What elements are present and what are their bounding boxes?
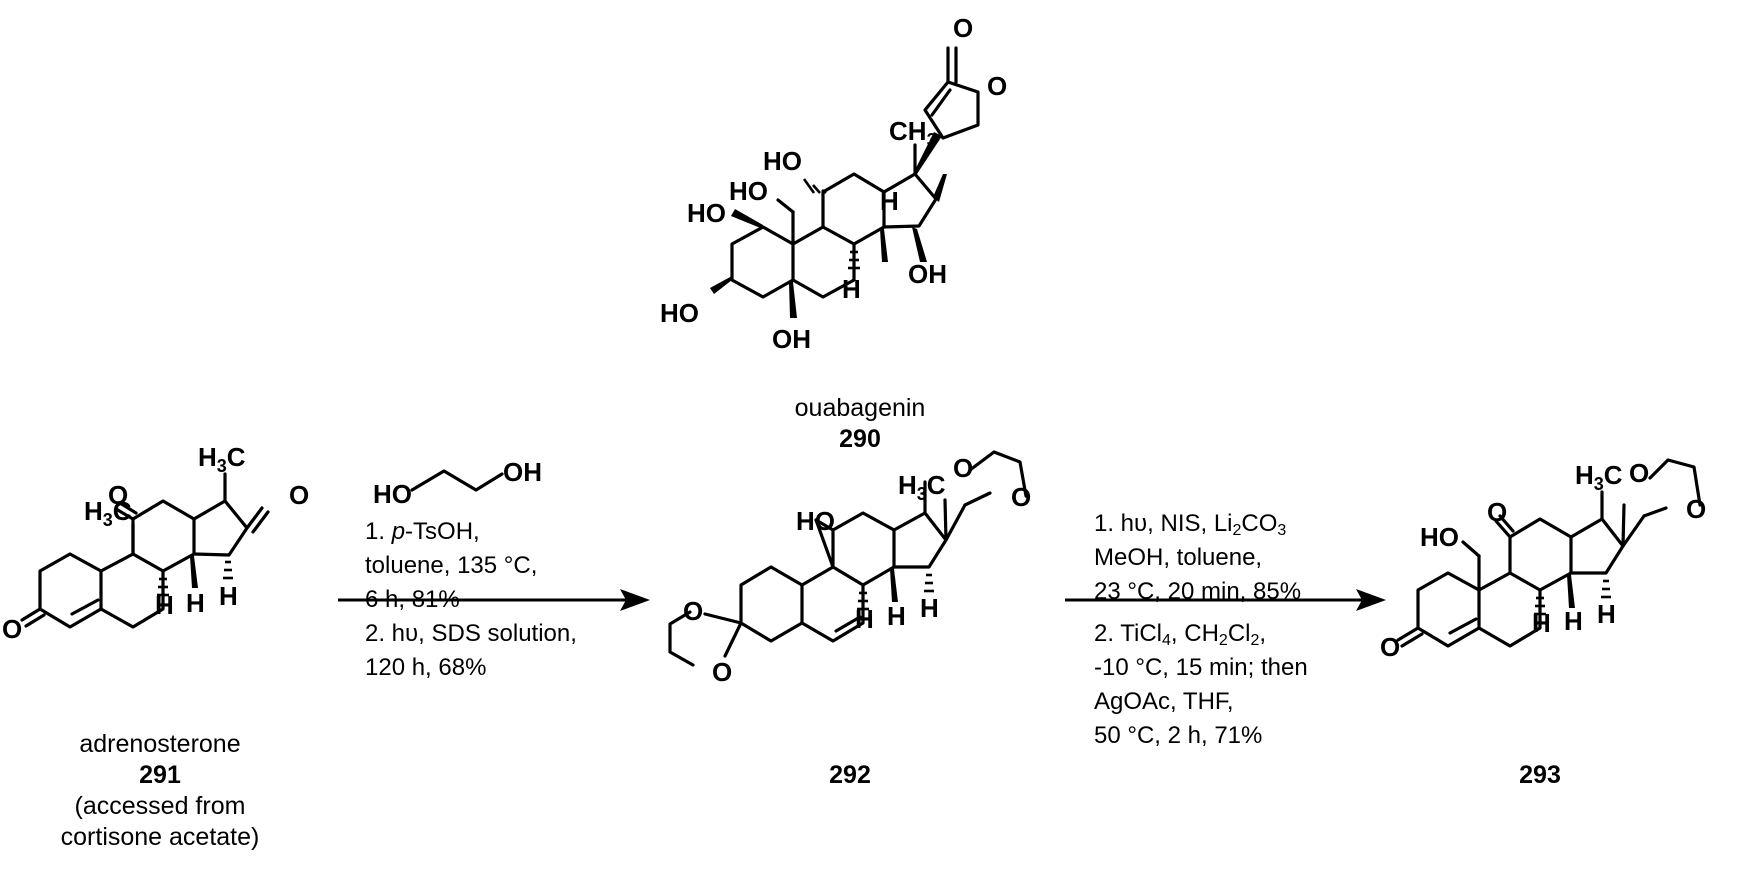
- step2-conditions-above: 1. hυ, NIS, Li2CO3 MeOH, toluene, 23 °C,…: [1094, 507, 1301, 609]
- compound-label-291: adrenosterone 291 (accessed from cortiso…: [40, 729, 280, 853]
- atom-label: H: [219, 581, 238, 611]
- step1-conditions-below: 2. hυ, SDS solution, 120 h, 68%: [365, 617, 577, 685]
- atom-label: H: [920, 593, 939, 623]
- atom-label: H: [155, 590, 174, 620]
- step2-line5: -10 °C, 15 min; then: [1094, 654, 1308, 681]
- atom-label: H3C: [84, 496, 132, 530]
- atom-label: O: [1487, 497, 1507, 527]
- structure-290-ouabagenin: O O CH3 HO HO HO H H OH HO OH: [660, 13, 1007, 354]
- hash-bond-c14: [924, 573, 934, 593]
- atom-label: OH: [772, 324, 811, 354]
- atom-label: OH: [503, 457, 542, 487]
- step1-line5: 120 h, 68%: [365, 654, 487, 681]
- atom-label: OH: [908, 259, 947, 289]
- hash-bond-c14: [1601, 579, 1611, 599]
- atom-label: HO: [687, 198, 726, 228]
- step1-line1: 1. p-TsOH,: [365, 518, 480, 545]
- structure-292: HO H3C O O H H H O O: [668, 450, 1031, 687]
- hash-bond-c9: [157, 577, 169, 597]
- atom-label: HO: [729, 176, 768, 206]
- atom-label: O: [289, 480, 309, 510]
- atom-label: O: [987, 71, 1007, 101]
- step2-line3: 23 °C, 20 min, 85%: [1094, 578, 1302, 605]
- step2-line1: 1. hυ, NIS, Li2CO3: [1094, 510, 1287, 539]
- compound-note: cortisone acetate): [60, 823, 260, 851]
- hash-bond-c9: [848, 250, 860, 270]
- atom-label: HO: [660, 298, 699, 328]
- compound-number: 293: [1519, 761, 1561, 789]
- step2-line7: 50 °C, 2 h, 71%: [1094, 722, 1263, 749]
- atom-label: O: [712, 657, 732, 687]
- atom-label: O: [1629, 458, 1649, 488]
- hash-bond-c9: [857, 591, 869, 611]
- atom-label: H: [855, 604, 874, 634]
- atom-label: HO: [763, 146, 802, 176]
- step2-conditions-below: 2. TiCl4, CH2Cl2, -10 °C, 15 min; then A…: [1094, 617, 1308, 753]
- atom-label: O: [953, 13, 973, 43]
- structure-291-adrenosterone: O H3C O H3C H H H O: [2, 442, 309, 644]
- compound-name: ouabagenin: [794, 394, 926, 422]
- ethylene-glycol-reagent: HO OH: [373, 457, 542, 509]
- reaction-arrow-2: [1065, 589, 1386, 611]
- atom-label: H: [1532, 608, 1551, 638]
- compound-number: 291: [139, 761, 181, 789]
- compound-number: 292: [829, 761, 871, 789]
- atom-label: H: [842, 274, 861, 304]
- step2-line4: 2. TiCl4, CH2Cl2,: [1094, 620, 1267, 649]
- reaction-arrow-1: [338, 589, 650, 611]
- step1-conditions-above: 1. p-TsOH, toluene, 135 °C, 6 h, 81%: [365, 515, 537, 617]
- hash-bond-c11: [802, 178, 827, 195]
- atom-label: CH3: [889, 116, 937, 150]
- atom-label: H: [880, 186, 899, 216]
- hash-bond-c14: [223, 560, 233, 580]
- atom-label: O: [683, 596, 703, 626]
- compound-note: (accessed from: [74, 792, 246, 820]
- atom-label: H: [887, 601, 906, 631]
- atom-label: H: [1597, 599, 1616, 629]
- atom-label: O: [1011, 482, 1031, 512]
- compound-number: 290: [839, 425, 881, 453]
- atom-label: O: [2, 614, 22, 644]
- structure-293: HO O H3C O O H H H O: [1380, 458, 1706, 662]
- atom-label: O: [1686, 494, 1706, 524]
- compound-label-290: ouabagenin 290: [780, 393, 940, 455]
- atom-label: H3C: [1575, 460, 1623, 494]
- step1-line3: 6 h, 81%: [365, 586, 460, 613]
- step1-line2: toluene, 135 °C,: [365, 552, 538, 579]
- compound-name: adrenosterone: [79, 730, 241, 758]
- atom-label: H: [1564, 606, 1583, 636]
- step1-line4: 2. hυ, SDS solution,: [365, 620, 577, 647]
- atom-label: HO: [373, 479, 412, 509]
- atom-label: O: [1380, 632, 1400, 662]
- compound-label-293: 293: [1490, 760, 1590, 791]
- compound-label-292: 292: [800, 760, 900, 791]
- atom-label: O: [953, 453, 973, 483]
- step2-line2: MeOH, toluene,: [1094, 544, 1263, 571]
- atom-label: H3C: [198, 442, 246, 476]
- atom-label: HO: [796, 506, 835, 536]
- atom-label: HO: [1420, 522, 1459, 552]
- atom-label: H3C: [898, 470, 946, 504]
- atom-label: O: [108, 480, 128, 510]
- hash-bond-c9: [1534, 596, 1546, 616]
- atom-label: H: [186, 588, 205, 618]
- step2-line6: AgOAc, THF,: [1094, 688, 1234, 715]
